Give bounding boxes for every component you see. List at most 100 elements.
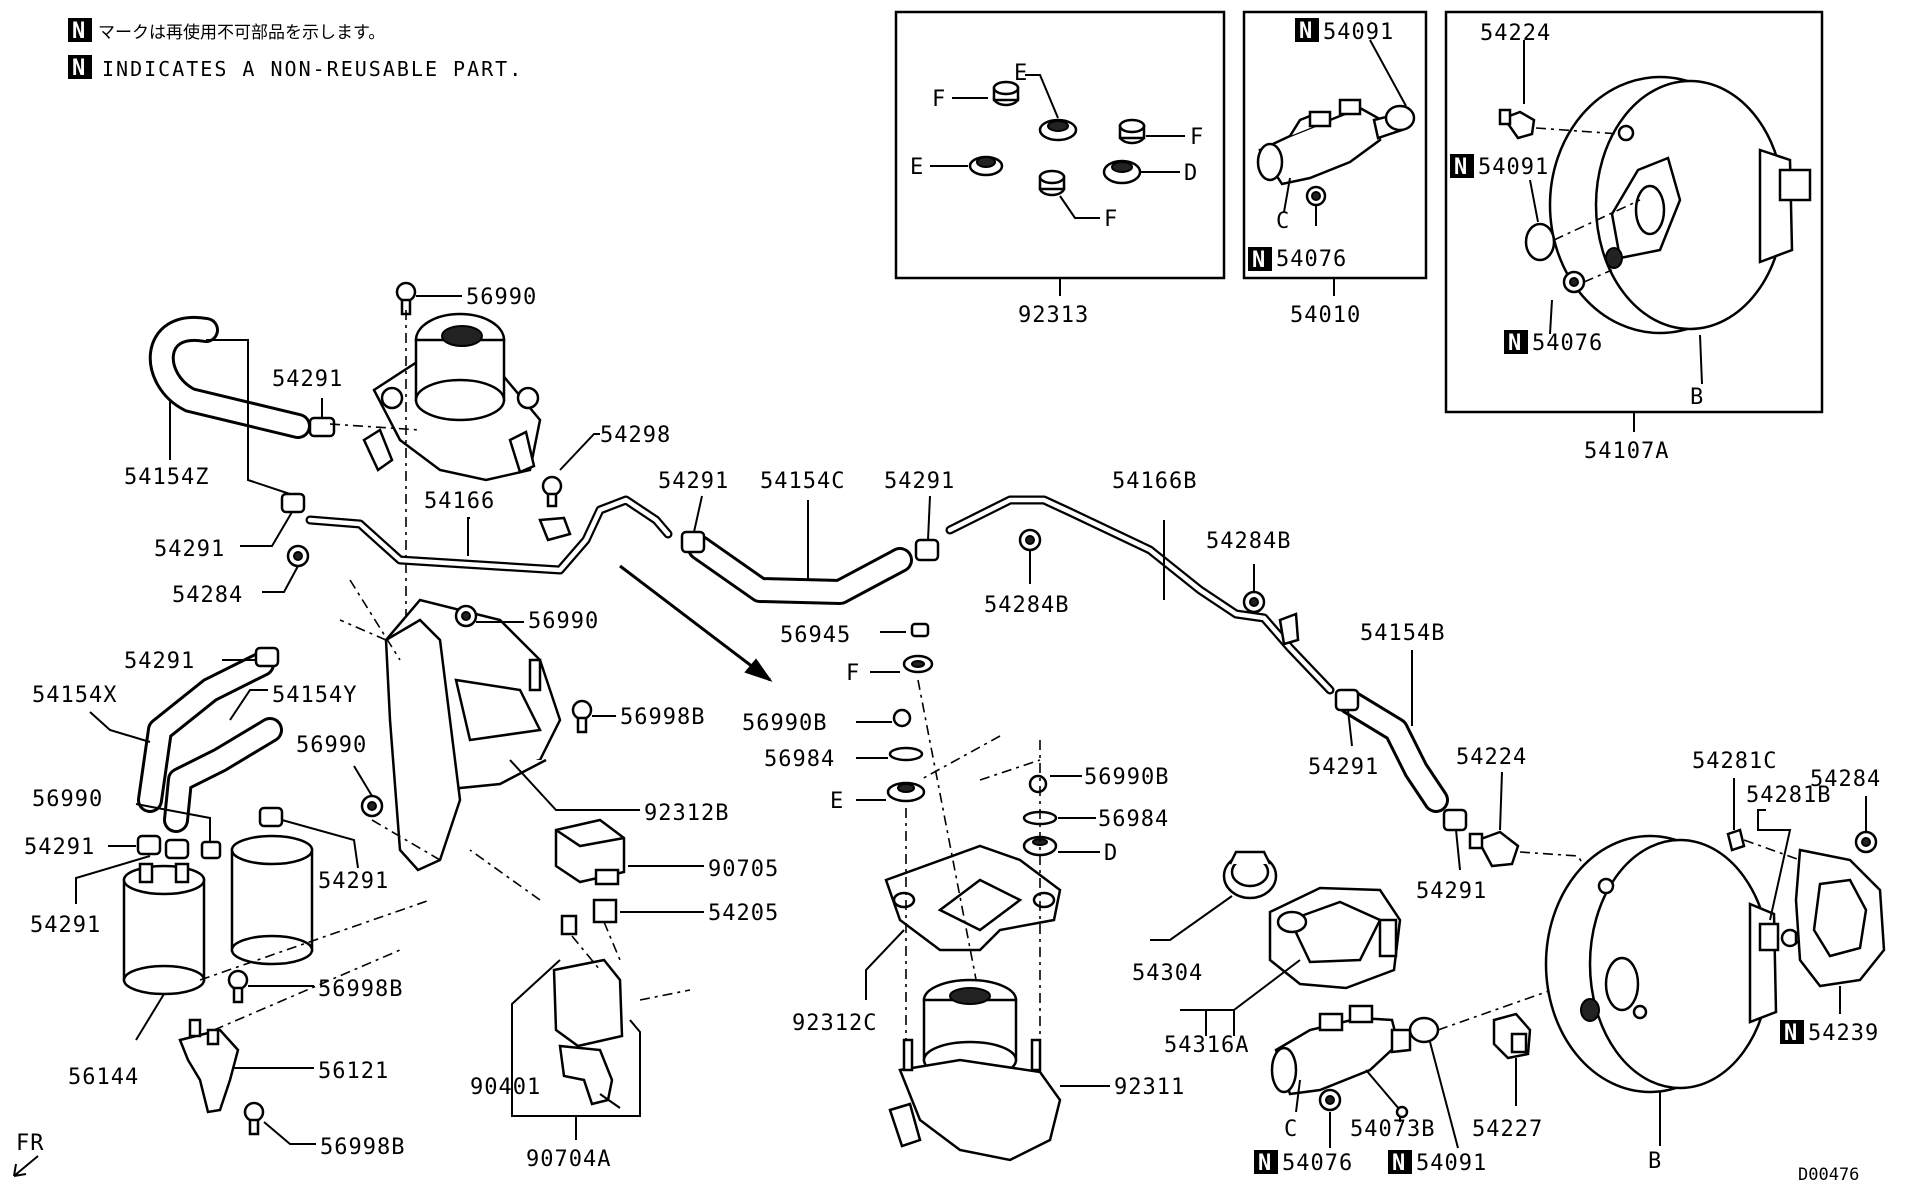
- label-54284B-1: 54284B: [984, 593, 1069, 618]
- n-badge-54091: N: [1388, 1150, 1412, 1176]
- label-54224: 54224: [1456, 745, 1527, 770]
- label-56990B-1: 56990B: [742, 711, 827, 736]
- label-90704A: 90704A: [526, 1147, 611, 1172]
- nut-small-icon: [1305, 185, 1327, 207]
- bracket-56121-icon: [178, 1018, 240, 1114]
- canister-rear-icon: [230, 834, 314, 966]
- bolt-54298-icon: [541, 475, 563, 508]
- svg-text:N: N: [1299, 19, 1312, 44]
- n-badge-54076-inset: N: [1248, 247, 1272, 273]
- label-56984-1: 56984: [764, 747, 835, 772]
- bolt-56990-left-icon: [360, 794, 384, 818]
- mount-letter-e1: E: [1014, 61, 1028, 86]
- legend-japanese-text: マークは再使用不可部品を示します。: [98, 22, 385, 43]
- bushing-e-icon: [1038, 118, 1078, 142]
- vacuum-pump-92311-icon: [888, 978, 1062, 1162]
- label-54166B: 54166B: [1112, 469, 1197, 494]
- reservoir-cap-54304-icon: [1222, 850, 1278, 900]
- label-56990-mid: 56990: [528, 609, 599, 634]
- non-reusable-legend: N マークは再使用不可部品を示します。 N INDICATES A NON-RE…: [68, 18, 523, 81]
- check-valve-54224-inset-icon: [1498, 108, 1536, 140]
- label-54154Z: 54154Z: [124, 465, 209, 490]
- part-92313-label: 92313: [1018, 303, 1089, 328]
- label-54291-i: 54291: [30, 913, 101, 938]
- svg-text:FR: FR: [16, 1131, 45, 1156]
- part-54107A-label: 54107A: [1584, 439, 1669, 464]
- cap-54284B-2-icon: [1242, 590, 1266, 614]
- cap-54284B-1-icon: [1018, 528, 1042, 552]
- cap-56990-l2-icon: [200, 840, 222, 860]
- bolt-56998B-3-icon: [243, 1101, 265, 1136]
- label-b-inset: B: [1690, 385, 1704, 410]
- label-54291-c: 54291: [658, 469, 729, 494]
- label-54284B-2: 54284B: [1206, 529, 1291, 554]
- label-54281B: 54281B: [1746, 783, 1831, 808]
- direction-arrow: [619, 564, 773, 682]
- label-D-mid: D: [1104, 841, 1118, 866]
- label-E-mid: E: [830, 789, 844, 814]
- cap-54284-icon: [286, 544, 310, 568]
- label-54091-booster-inset: 54091: [1478, 155, 1549, 180]
- mount-letter-d: D: [1184, 161, 1198, 186]
- label-56945: 56945: [780, 623, 851, 648]
- clamp-54291-h-icon: [164, 838, 190, 860]
- clamp-54291-f-icon: [1442, 808, 1468, 832]
- pin-54281C-icon: [1726, 828, 1746, 852]
- gasket-54239-icon: [1794, 848, 1886, 988]
- legend-english-text: INDICATES A NON-REUSABLE PART.: [102, 57, 523, 81]
- clamp-54291-g-icon: [136, 834, 162, 856]
- label-54284-r: 54284: [1810, 767, 1881, 792]
- label-56998B-2: 56998B: [318, 977, 403, 1002]
- label-54091-inset: 54091: [1323, 20, 1394, 45]
- n-badge-54091-inset: N: [1295, 18, 1319, 44]
- diagram-code: D00476: [1798, 1165, 1859, 1185]
- connector-54205-icon: [560, 898, 618, 936]
- svg-text:N: N: [1508, 331, 1521, 356]
- label-54291-g: 54291: [24, 835, 95, 860]
- master-cylinder-icon: [1270, 1004, 1412, 1119]
- label-54291-top: 54291: [272, 367, 343, 392]
- label-56990B-2: 56990B: [1084, 765, 1169, 790]
- svg-text:N: N: [72, 19, 85, 44]
- label-54291-f: 54291: [1416, 879, 1487, 904]
- master-cylinder-small-icon: [1256, 98, 1404, 186]
- label-56990-l2: 56990: [32, 787, 103, 812]
- svg-text:N: N: [1784, 1021, 1797, 1046]
- clamp-54291-e-icon: [1334, 688, 1360, 712]
- front-direction-icon: FR: [13, 1131, 45, 1177]
- label-54281C: 54281C: [1692, 749, 1777, 774]
- n-badge-54076-booster-inset: N: [1504, 330, 1528, 356]
- bushing-e2-icon: [968, 155, 1004, 177]
- label-54154X: 54154X: [32, 683, 117, 708]
- n-badge-54239: N: [1780, 1020, 1804, 1046]
- label-F-mid: F: [846, 661, 860, 686]
- relay-90705-icon: [554, 818, 626, 886]
- svg-text:N: N: [72, 56, 85, 81]
- label-54076-booster-inset: 54076: [1532, 331, 1603, 356]
- label-54154B: 54154B: [1360, 621, 1445, 646]
- sensor-54227-icon: [1492, 1012, 1532, 1060]
- label-54154Y: 54154Y: [272, 683, 357, 708]
- svg-text:N: N: [1252, 248, 1265, 273]
- label-54076: 54076: [1282, 1151, 1353, 1176]
- label-B-right: B: [1648, 1149, 1662, 1174]
- label-92312B: 92312B: [644, 801, 729, 826]
- label-90401: 90401: [470, 1075, 541, 1100]
- label-54091: 54091: [1416, 1151, 1487, 1176]
- bolt-56998B-1-icon: [571, 699, 593, 734]
- label-56990-top: 56990: [466, 285, 537, 310]
- cap-54284-r-icon: [1854, 830, 1878, 854]
- label-54304: 54304: [1132, 961, 1203, 986]
- label-92311: 92311: [1114, 1075, 1185, 1100]
- bolt-56990-mid-icon: [454, 604, 478, 628]
- reservoir-54316A-icon: [1268, 886, 1402, 990]
- bushing-f3-icon: [1038, 169, 1066, 197]
- label-54291-a: 54291: [154, 537, 225, 562]
- bolt-56998B-2-icon: [227, 969, 249, 1004]
- label-54239: 54239: [1808, 1021, 1879, 1046]
- mount-letter-f3: F: [1104, 207, 1118, 232]
- n-badge-legend-2: N: [68, 55, 92, 81]
- oring-icon: [1384, 104, 1416, 132]
- n-badge-54091-booster-inset: N: [1450, 154, 1474, 180]
